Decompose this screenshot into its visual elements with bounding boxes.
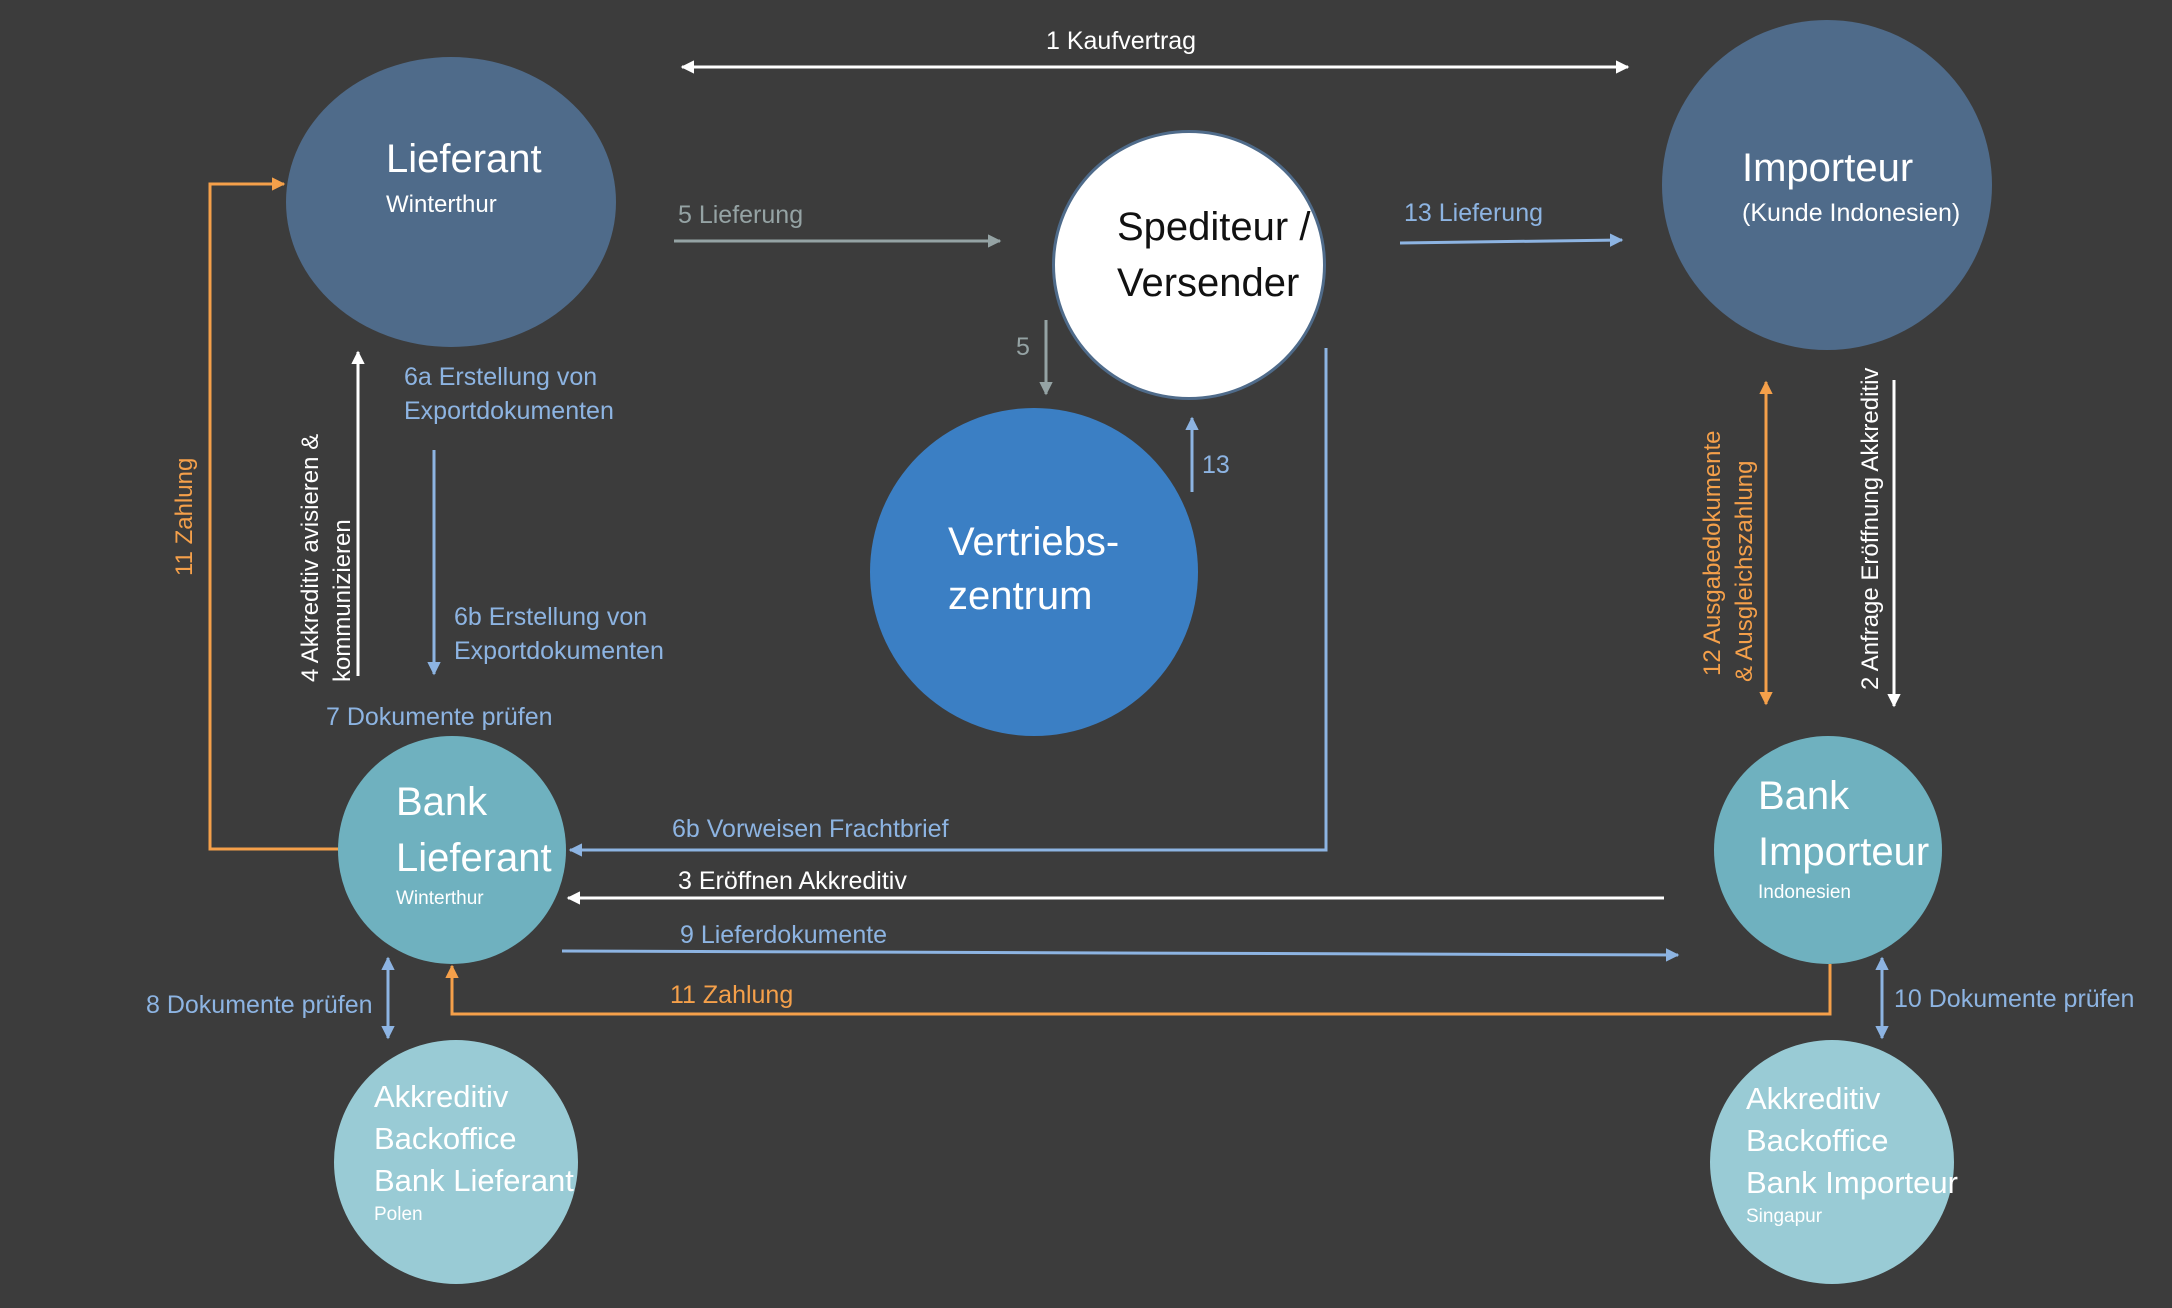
importeur-subtitle: (Kunde Indonesien) (1742, 199, 1961, 227)
bank-lieferant-line1: Bank (396, 780, 488, 824)
lieferant-subtitle: Winterthur (386, 191, 497, 218)
backoffice-lieferant-line2: Backoffice (374, 1121, 517, 1156)
label-erstellung-6b-1: 6b Erstellung von (454, 603, 648, 631)
node-spediteur: Spediteur / Versender (1052, 130, 1326, 400)
bank-importeur-subtitle: Indonesien (1758, 882, 1851, 903)
backoffice-importeur-subtitle: Singapur (1746, 1206, 1823, 1227)
node-backoffice-importeur: Akkreditiv Backoffice Bank Importeur Sin… (1710, 1040, 1958, 1284)
node-lieferant: Lieferant Winterthur (286, 57, 616, 347)
label-kaufvertrag: 1 Kaufvertrag (1046, 27, 1197, 55)
bank-lieferant-line2: Lieferant (396, 836, 552, 880)
node-backoffice-lieferant: Akkreditiv Backoffice Bank Lieferant Pol… (334, 1040, 578, 1284)
label-step-5: 5 (1016, 333, 1030, 361)
label-ausgabedokumente-1: 12 Ausgabedokumente (1699, 430, 1726, 676)
backoffice-lieferant-subtitle: Polen (374, 1204, 423, 1225)
spediteur-line1: Spediteur / (1117, 205, 1311, 249)
lieferant-title: Lieferant (386, 137, 542, 181)
label-erstellung-6b-2: Exportdokumenten (454, 637, 664, 665)
backoffice-importeur-line2: Backoffice (1746, 1123, 1889, 1158)
bank-lieferant-subtitle: Winterthur (396, 888, 484, 909)
node-importeur: Importeur (Kunde Indonesien) (1662, 20, 1992, 350)
label-dokumente-7: 7 Dokumente prüfen (326, 703, 553, 731)
backoffice-importeur-line3: Bank Importeur (1746, 1165, 1958, 1200)
node-bank-importeur: Bank Importeur Indonesien (1714, 736, 1942, 964)
label-zahlung-left: 11 Zahlung (171, 457, 198, 576)
vertrieb-line2: zentrum (948, 574, 1093, 618)
backoffice-importeur-line1: Akkreditiv (1746, 1081, 1881, 1116)
label-zahlung-bottom: 11 Zahlung (670, 981, 794, 1009)
backoffice-lieferant-line3: Bank Lieferant (374, 1163, 574, 1198)
arrow-frachtbrief (568, 348, 1328, 857)
bank-importeur-line2: Importeur (1758, 830, 1930, 874)
vertrieb-line1: Vertriebs- (948, 520, 1120, 564)
label-frachtbrief: 6b Vorweisen Frachtbrief (672, 815, 949, 843)
label-erstellung-6a-1: 6a Erstellung von (404, 363, 598, 391)
label-ausgabedokumente-2: & Ausgleichszahlung (1731, 460, 1758, 682)
label-erstellung-6a-2: Exportdokumenten (404, 397, 614, 425)
arrow-lieferung-13 (1399, 233, 1624, 247)
label-lieferung-13: 13 Lieferung (1404, 199, 1544, 227)
label-dokumente-8: 8 Dokumente prüfen (146, 991, 373, 1019)
label-anfrage-akkreditiv: 2 Anfrage Eröffnung Akkreditiv (1857, 367, 1884, 690)
label-dokumente-10: 10 Dokumente prüfen (1894, 985, 2135, 1013)
label-akkreditiv-avisieren-1: 4 Akkreditiv avisieren & (297, 433, 324, 682)
label-lieferung-5: 5 Lieferung (678, 201, 804, 229)
spediteur-line2: Versender (1117, 261, 1300, 305)
importeur-title: Importeur (1742, 146, 1914, 190)
backoffice-lieferant-line1: Akkreditiv (374, 1079, 509, 1114)
arrow-lieferdokumente (561, 948, 1680, 962)
label-akkreditiv-avisieren-2: kommunizieren (329, 519, 356, 682)
arrow-zahlung-bottom (445, 964, 1832, 1016)
bank-importeur-line1: Bank (1758, 774, 1850, 818)
label-eroeffnen-akkreditiv: 3 Eröffnen Akkreditiv (678, 867, 907, 895)
node-vertriebszentrum: Vertriebs- zentrum (870, 408, 1198, 736)
label-step-13: 13 (1202, 451, 1230, 479)
node-bank-lieferant: Bank Lieferant Winterthur (338, 736, 566, 964)
label-lieferdokumente: 9 Lieferdokumente (680, 921, 888, 949)
arrow-zahlung-left (208, 177, 338, 851)
